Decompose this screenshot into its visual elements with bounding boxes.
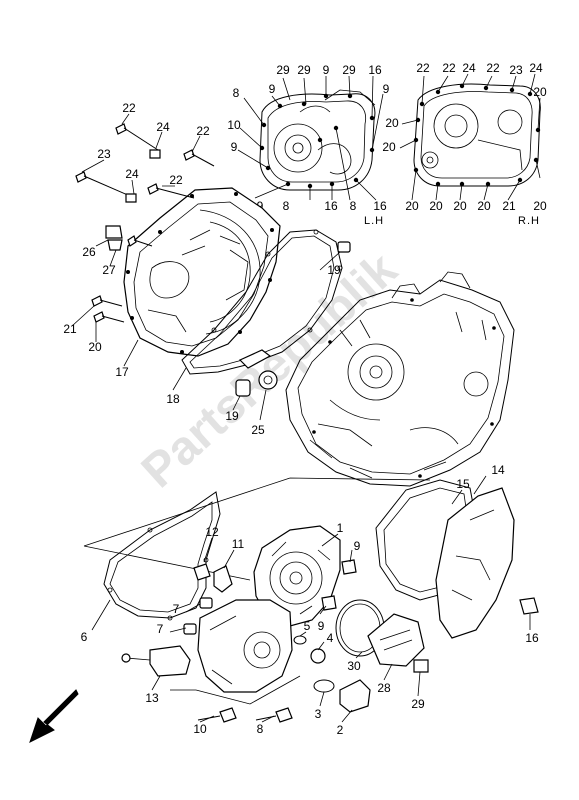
crankcase-block <box>285 271 515 487</box>
part-label-19: 19 <box>327 263 341 277</box>
clutch-cover <box>253 525 341 627</box>
part-label-22: 22 <box>416 61 430 75</box>
part-label-19: 19 <box>225 409 239 423</box>
orings-and-plugs <box>293 599 429 713</box>
part-label-10: 10 <box>227 118 241 132</box>
part-label-29: 29 <box>411 697 425 711</box>
inset-lh-bolts <box>259 93 375 189</box>
part-label-24: 24 <box>462 61 476 75</box>
inset-lh-cover <box>259 89 376 191</box>
part-label-8: 8 <box>257 722 264 736</box>
part-label-5: 5 <box>304 619 311 633</box>
part-label-8: 8 <box>350 199 357 213</box>
part-label-9: 9 <box>354 539 361 553</box>
part-label-9: 9 <box>323 63 330 77</box>
part-label-27: 27 <box>102 263 116 277</box>
part-label-16: 16 <box>373 199 387 213</box>
part-label-24: 24 <box>125 167 139 181</box>
part-label-17: 17 <box>115 365 129 379</box>
part-label-16: 16 <box>324 199 338 213</box>
part-label-29: 29 <box>342 63 356 77</box>
part-label-9: 9 <box>231 140 238 154</box>
part-label-7: 7 <box>173 602 180 616</box>
part-label-22: 22 <box>442 61 456 75</box>
arrow-down-left-icon <box>29 689 79 743</box>
part-label-7: 7 <box>157 622 164 636</box>
part-label-8: 8 <box>233 86 240 100</box>
part-label-3: 3 <box>315 707 322 721</box>
left-labels: 22 24 22 23 24 22 26 27 21 20 17 18 19 1… <box>63 101 341 437</box>
left-bolts <box>75 123 215 323</box>
part-label-20: 20 <box>533 85 547 99</box>
part-label-21: 21 <box>63 322 77 336</box>
inset-rh-cover <box>413 83 541 187</box>
lower-cover <box>183 597 293 693</box>
part-label-13: 13 <box>145 691 159 705</box>
side-label-lh: L.H <box>364 215 384 227</box>
part-label-15: 15 <box>456 477 470 491</box>
part-label-24: 24 <box>529 61 543 75</box>
bracket <box>121 645 191 677</box>
inset-rh-labels: 22 22 24 22 23 24 20 20 20 20 20 20 20 2… <box>382 61 547 213</box>
inset-lh-labels: 29 29 9 29 16 8 9 9 10 9 9 8 16 8 16 <box>227 63 389 213</box>
part-label-12: 12 <box>205 525 219 539</box>
part-label-26: 26 <box>82 245 96 259</box>
bottom-labels: 1 9 12 11 7 7 6 13 10 8 5 4 9 3 2 30 28 … <box>81 463 539 737</box>
part-label-29: 29 <box>276 63 290 77</box>
part-label-8: 8 <box>283 199 290 213</box>
part-label-10: 10 <box>193 722 207 736</box>
part-label-25: 25 <box>251 423 265 437</box>
bottom-leaders <box>91 475 531 723</box>
side-label-rh: R.H <box>518 215 540 227</box>
part-label-2: 2 <box>337 723 344 737</box>
part-label-9: 9 <box>269 82 276 96</box>
inset-rh-leaders <box>399 73 541 201</box>
part-label-20: 20 <box>405 199 419 213</box>
part-label-4: 4 <box>327 631 334 645</box>
part-label-20: 20 <box>88 340 102 354</box>
left-leaders <box>71 113 341 421</box>
part-label-20: 20 <box>385 116 399 130</box>
right-cover <box>375 479 539 639</box>
part-label-30: 30 <box>347 659 361 673</box>
part-label-23: 23 <box>509 63 523 77</box>
small-parts <box>193 559 357 611</box>
part-label-20: 20 <box>429 199 443 213</box>
part-label-9: 9 <box>257 199 264 213</box>
part-label-18: 18 <box>166 392 180 406</box>
part-label-14: 14 <box>491 463 505 477</box>
part-label-9: 9 <box>318 619 325 633</box>
part-label-28: 28 <box>377 681 391 695</box>
part-label-16: 16 <box>525 631 539 645</box>
part-label-20: 20 <box>477 199 491 213</box>
part-label-22: 22 <box>196 124 210 138</box>
dowel-pins <box>235 241 351 397</box>
part-label-22: 22 <box>122 101 136 115</box>
part-label-11: 11 <box>232 537 245 551</box>
part-label-20: 20 <box>382 140 396 154</box>
part-label-6: 6 <box>81 630 88 644</box>
part-label-16: 16 <box>368 63 382 77</box>
part-label-21: 21 <box>502 199 516 213</box>
part-label-29: 29 <box>297 63 311 77</box>
part-label-24: 24 <box>156 120 170 134</box>
bottom-bolts <box>197 707 293 723</box>
part-label-1: 1 <box>337 521 344 535</box>
part-label-22: 22 <box>486 61 500 75</box>
part-label-9: 9 <box>383 82 390 96</box>
part-label-20: 20 <box>533 199 547 213</box>
inset-lh-leaders <box>237 75 384 201</box>
part-label-22: 22 <box>169 173 183 187</box>
part-label-20: 20 <box>453 199 467 213</box>
part-label-23: 23 <box>97 147 111 161</box>
left-crankcase-cover <box>123 187 281 357</box>
